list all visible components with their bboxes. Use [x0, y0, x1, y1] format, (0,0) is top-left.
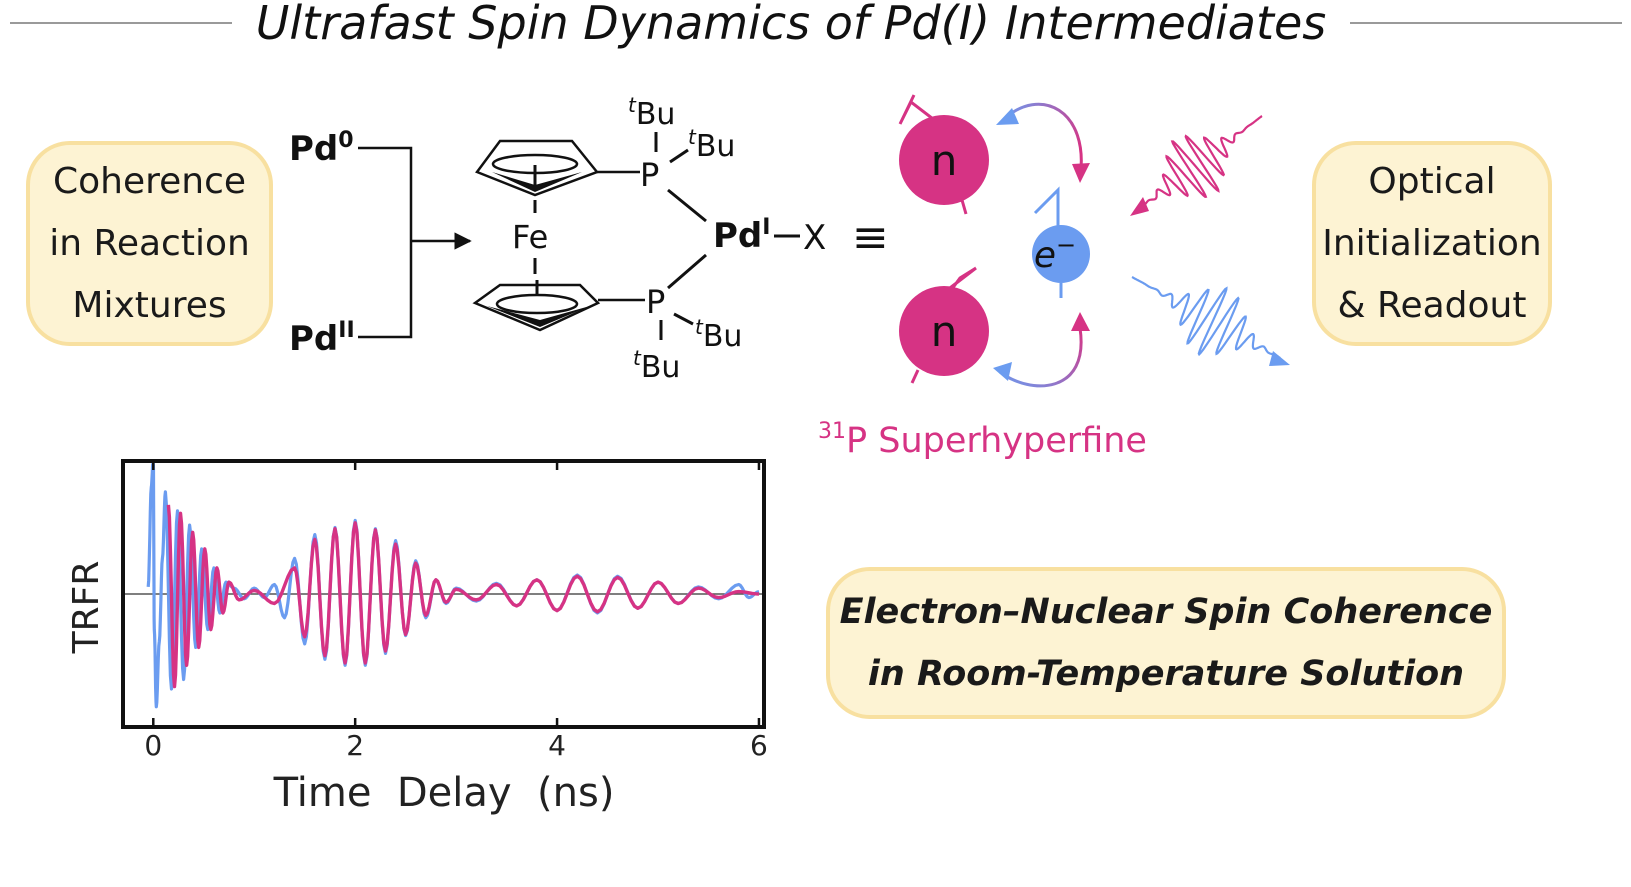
y-axis-label: TRFR [66, 561, 107, 655]
pdI-label: PdI [713, 215, 770, 256]
electron [1032, 225, 1090, 283]
coherence-box-line: Coherence [52, 160, 247, 202]
tbu-label: tBu [688, 125, 735, 164]
p-pd-bond [667, 188, 707, 223]
coupling-arrowhead-bottom-pink [1071, 312, 1090, 331]
pd2-label: PdII [289, 318, 355, 359]
pump-pulse-arrowhead [1130, 197, 1149, 216]
nucleus-bottom-spin [945, 266, 977, 293]
superhyperfine-caption: 31P Superhyperfine [818, 419, 1147, 461]
coupling-arrowhead-bottom-blue [993, 362, 1012, 381]
spin-diagram: n n e− 31P Superhyperfine [818, 94, 1290, 461]
x-tick-label: 2 [346, 729, 364, 762]
nucleus-top-spin-tail [960, 199, 968, 215]
probe-pulse [1131, 276, 1281, 359]
pd0-label: Pd0 [289, 128, 354, 169]
coherence-box-line: in Reaction [49, 222, 250, 264]
optical-box-line: & Readout [1337, 284, 1527, 326]
p-pd-bond [667, 253, 707, 290]
cp-ring-top [475, 139, 600, 197]
phosphorus-top: P [640, 156, 659, 194]
cp-ring-bottom-aromatic [495, 293, 579, 315]
nucleus-top [899, 115, 989, 205]
optical-box-line: Optical [1368, 160, 1496, 202]
spin-coherence-box: Electron–Nuclear Spin Coherence in Room-… [826, 567, 1506, 719]
p-tbu-bond [673, 312, 694, 326]
pd-complex: Fe P tBu tBu PdI X ≡ P tBu tBu [472, 93, 889, 385]
nucleus-bottom-label: n [931, 307, 958, 356]
bracket-line [358, 146, 413, 339]
tbu-label: tBu [628, 93, 675, 132]
cp-ring-bottom-front [487, 306, 590, 327]
x-tick-label: 6 [750, 729, 768, 762]
series-line-measured [146, 462, 760, 709]
coherence-box: Coherence in Reaction Mixtures [26, 141, 273, 346]
iron-label: Fe [512, 218, 548, 256]
electron-spin [1033, 186, 1060, 226]
cp-ring-top-front [492, 172, 582, 192]
precursor-bracket: Pd0 PdII [289, 128, 472, 359]
halide-label: X [803, 218, 826, 258]
phosphorus-bottom: P [646, 283, 665, 321]
spin-coherence-box-line: Electron–Nuclear Spin Coherence [839, 592, 1493, 632]
tbu-label: tBu [695, 315, 742, 354]
x-tick-label: 4 [548, 729, 566, 762]
x-tick-label: 0 [144, 729, 162, 762]
equivalent-sign: ≡ [852, 212, 889, 263]
electron-label: e− [1034, 231, 1076, 276]
spin-coherence-box-line: in Room-Temperature Solution [867, 654, 1465, 694]
nucleus-bottom-spin-tail [910, 369, 920, 384]
title-rule-left [10, 22, 232, 24]
pump-pulse [1139, 115, 1263, 209]
probe-pulse-arrowhead [1269, 351, 1290, 366]
coupling-arrowhead-top-pink [1072, 163, 1090, 183]
page-title: Ultrafast Spin Dynamics of Pd(I) Interme… [255, 0, 1327, 50]
coupling-arrowhead-top-blue [996, 108, 1019, 125]
tbu-label: tBu [633, 346, 680, 385]
coupling-arrow-top [1001, 102, 1083, 179]
coupling-arrow-bottom [999, 327, 1083, 388]
cp-ring-bottom [472, 283, 601, 332]
title-rule-right [1350, 22, 1622, 24]
series-line-fit [166, 504, 760, 689]
optical-box: Optical Initialization & Readout [1312, 141, 1552, 346]
x-ticks: 0 2 4 6 [144, 461, 768, 762]
x-axis-label: Time Delay (ns) [273, 770, 615, 816]
plot-frame [121, 459, 766, 729]
p-tbu-bond [669, 148, 689, 164]
nucleus-top-label: n [931, 136, 958, 185]
nucleus-top-spin [898, 94, 938, 125]
optical-box-line: Initialization [1322, 222, 1542, 264]
trfr-chart: 0 2 4 6 Time Delay (ns) TRFR [66, 459, 768, 816]
coherence-box-line: Mixtures [72, 284, 227, 326]
nucleus-bottom [899, 286, 989, 376]
